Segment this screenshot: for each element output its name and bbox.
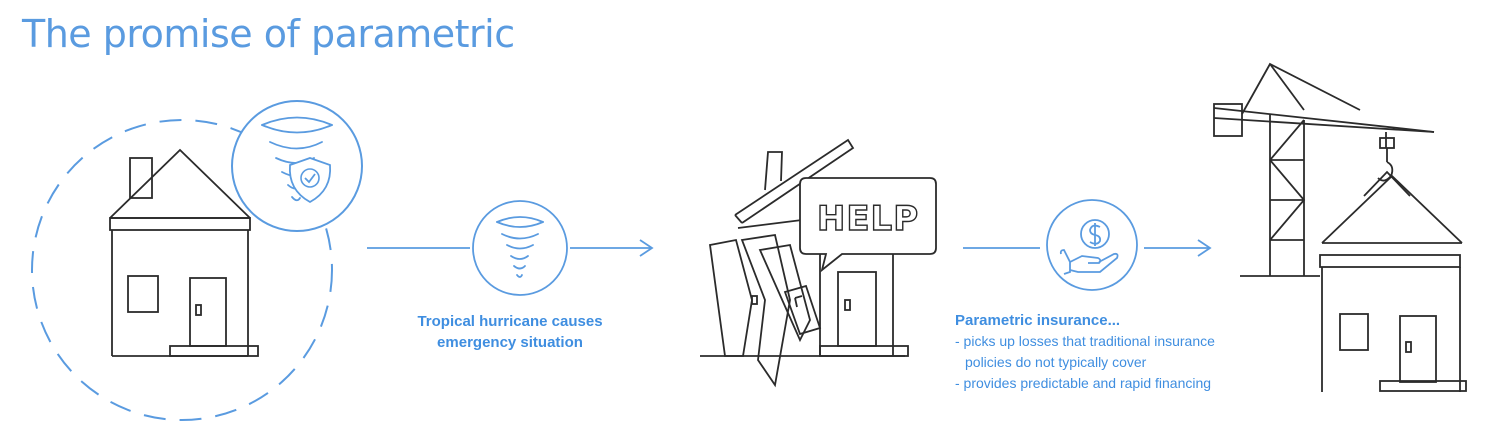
house-icon — [109, 148, 259, 357]
step2-bullet-2: - provides predictable and rapid financi… — [955, 373, 1325, 394]
hurricane-shield-icon — [231, 100, 363, 232]
help-text: HELP — [817, 199, 919, 239]
step2-caption: Parametric insurance... - picks up losse… — [955, 310, 1325, 394]
step2-bullet-1-line1: - picks up losses that traditional insur… — [955, 333, 1215, 349]
tornado-icon — [472, 200, 568, 296]
step1-caption: Tropical hurricane causes emergency situ… — [380, 311, 640, 353]
damaged-house-icon — [700, 138, 909, 388]
arrow-1 — [367, 239, 654, 257]
step2-bullet-1-line2: policies do not typically cover — [965, 354, 1147, 370]
step1-caption-line2: emergency situation — [437, 334, 583, 351]
money-hand-icon — [1046, 199, 1138, 291]
page-title: The promise of parametric — [22, 12, 515, 56]
insured-house-group — [31, 100, 363, 421]
help-speech-bubble: HELP — [799, 177, 937, 273]
step2-bullet-2-line1: - provides predictable and rapid financi… — [955, 375, 1212, 391]
new-house-icon — [1319, 174, 1467, 392]
protection-dashed-circle — [31, 119, 333, 421]
step2-heading: Parametric insurance... — [955, 312, 1121, 329]
crane-icon — [1213, 62, 1435, 277]
step2-bullet-1: - picks up losses that traditional insur… — [955, 331, 1325, 373]
step1-caption-line1: Tropical hurricane causes — [417, 313, 603, 330]
arrow-2 — [963, 239, 1212, 257]
